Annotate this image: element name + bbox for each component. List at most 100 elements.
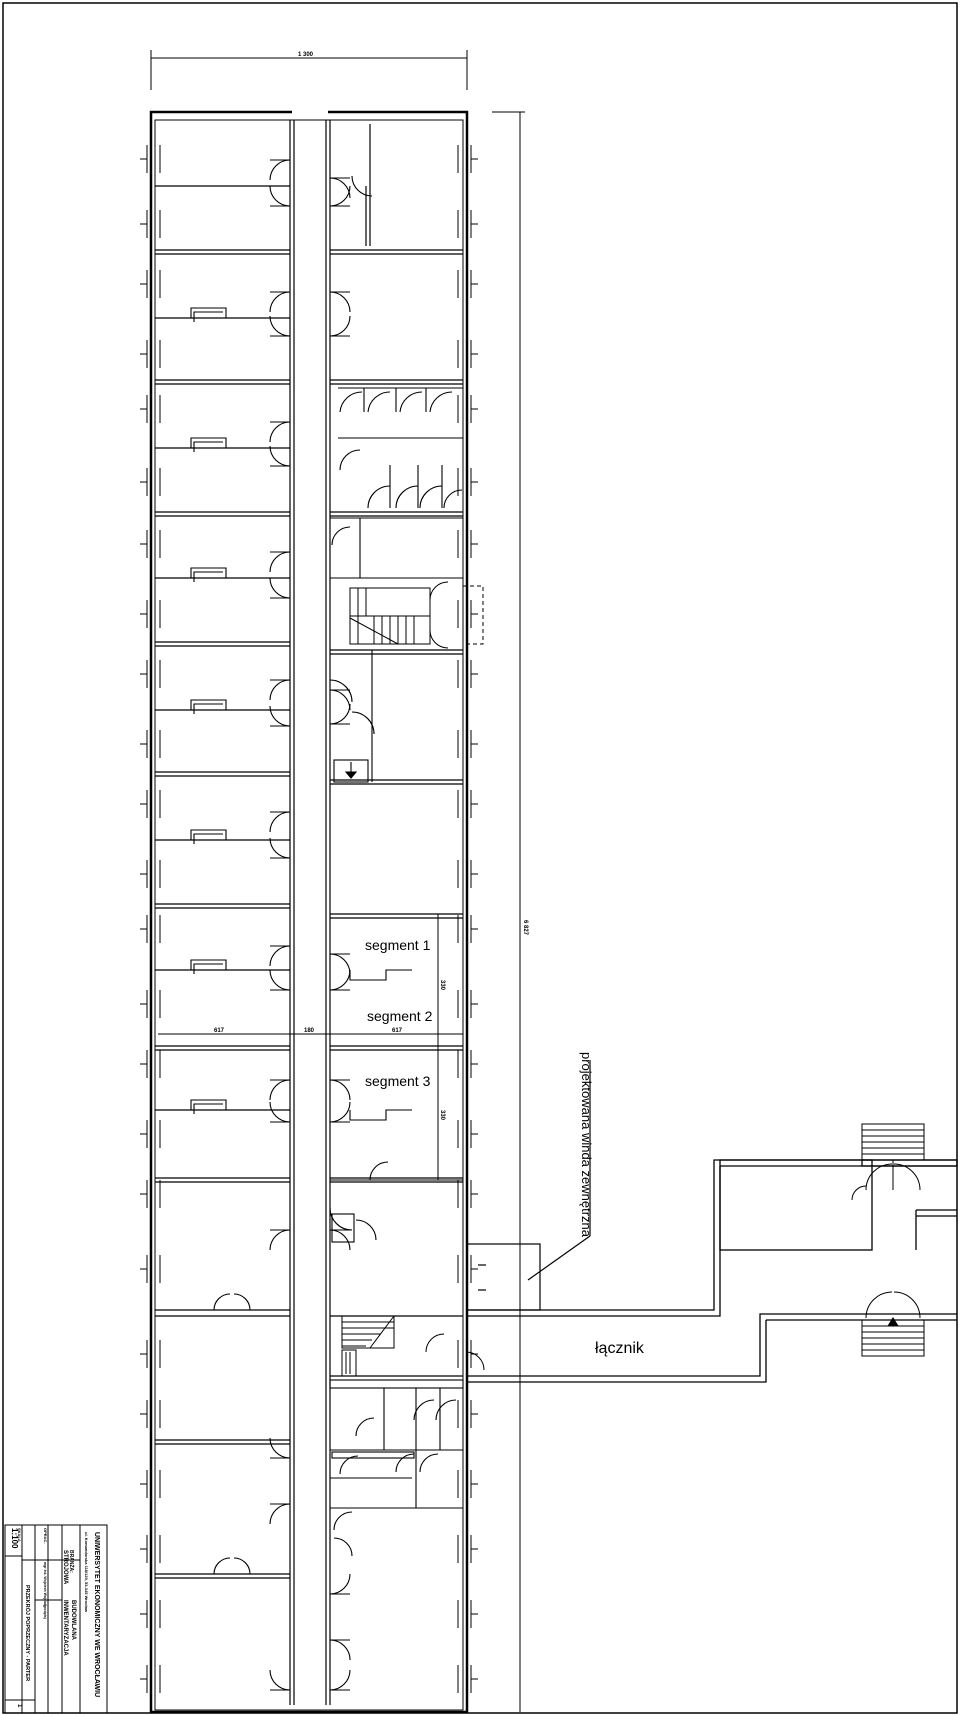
closet-right — [349, 969, 412, 981]
external-stairs-south — [861, 1291, 925, 1357]
corridor-door-right — [329, 1573, 351, 1595]
corridor-door-left — [269, 837, 291, 859]
segment-pitch-a: 330 — [439, 980, 445, 991]
corridor-door-left — [269, 705, 291, 727]
corridor-door-right — [329, 969, 351, 991]
closet-left — [190, 307, 256, 319]
corridor-door-right — [329, 291, 351, 313]
corridor-door-right — [329, 1639, 351, 1661]
external-stairs-north — [851, 1123, 925, 1201]
tb-branch: STROJOWA — [62, 1550, 68, 1585]
corridor-door-left — [269, 445, 291, 467]
tb-object: BUDOWLANA — [70, 1600, 76, 1641]
corridor-door-left — [269, 811, 291, 833]
connector-label: łącznik — [595, 1340, 645, 1357]
connector-corridor — [467, 1159, 958, 1383]
corridor-door-right — [329, 1079, 351, 1101]
corridor-width: 180 — [304, 1028, 315, 1034]
tb-author: mgr inż. Wojciech Wojciak — [43, 1562, 47, 1606]
staircase-lower — [341, 1315, 485, 1377]
corridor-door-left — [269, 1229, 291, 1251]
room-door — [329, 1207, 353, 1231]
lift-label: projektowana winda zewnętrzna — [579, 1052, 594, 1238]
corridor-door-right — [329, 1229, 351, 1251]
closet-left — [190, 567, 256, 579]
corridor-door-left — [269, 577, 291, 599]
corridor-door-right — [329, 1101, 351, 1123]
corridor-door-left — [269, 421, 291, 443]
closet-left — [190, 829, 256, 841]
room-door — [351, 175, 373, 197]
segment-1-label: segment 1 — [365, 937, 431, 953]
closet-left — [193, 441, 223, 452]
corridor-door-right — [329, 315, 351, 337]
closet-left — [193, 963, 223, 974]
toilet-cubicles — [330, 387, 463, 579]
tb-scale: 1:100 — [10, 1528, 19, 1549]
corridor-door-left — [269, 551, 291, 573]
closet-left — [193, 703, 223, 714]
closet-left — [190, 959, 256, 971]
window-marks — [140, 145, 478, 1693]
corridor-door-left — [269, 1101, 291, 1123]
sanitary-block-lower — [329, 1379, 464, 1557]
corridor-door-left — [269, 1503, 291, 1525]
external-lift — [466, 1060, 591, 1311]
service-shaft — [333, 650, 373, 783]
corridor-door-left — [269, 1079, 291, 1101]
corridor-door-right — [329, 953, 351, 975]
tb-signature: (podpis) — [43, 1605, 47, 1619]
closet-left — [193, 311, 223, 322]
corridor-door-right — [329, 703, 351, 725]
room-left-width: 617 — [214, 1028, 225, 1034]
segment-2-label: segment 2 — [367, 1008, 433, 1024]
segment-3-label: segment 3 — [365, 1073, 431, 1089]
length-dimension-text: 6 827 — [522, 920, 528, 936]
closet-left — [193, 571, 223, 582]
tb-project: INWENTARYZACJA — [62, 1600, 68, 1656]
title-block — [4, 1524, 108, 1714]
corridor-door-left — [269, 969, 291, 991]
width-dimension — [150, 50, 468, 90]
corridor-door-left — [269, 185, 291, 207]
corridor-door-left — [269, 159, 291, 181]
closet-right — [349, 1109, 412, 1121]
tb-sheet-no: 1 — [16, 1704, 22, 1708]
segment-pitch-b: 330 — [439, 1110, 445, 1121]
corridor-door-right — [329, 177, 351, 199]
tb-author-label: OPRAC. — [43, 1528, 48, 1544]
corridor-door-left — [269, 679, 291, 701]
segment-zone — [158, 913, 463, 1181]
corridor-door-left — [269, 291, 291, 313]
tb-scale-label: SKALA — [17, 1528, 22, 1542]
corridor-door-right — [329, 1669, 351, 1691]
corridor-door-left — [269, 945, 291, 967]
tb-university: UNIWERSYTET EKONOMICZNY WE WROCŁAWIU — [93, 1532, 100, 1697]
corridor-door-right — [329, 185, 351, 207]
room-partitions — [155, 124, 463, 1579]
corridor-door-left — [269, 1437, 291, 1459]
room-door — [351, 711, 375, 735]
staircase-upper — [349, 581, 484, 649]
closet-notches — [190, 307, 412, 1121]
title-block-texts: UNIWERSYTET EKONOMICZNY WE WROCŁAWIU ul.… — [10, 1528, 100, 1708]
closet-left — [190, 437, 256, 449]
width-dimension-text: 1 300 — [298, 52, 314, 58]
corridor-door-left — [269, 315, 291, 337]
closet-left — [193, 833, 223, 844]
tb-branch-label: BRANŻA: — [68, 1550, 75, 1573]
double-doors — [158, 1161, 463, 1575]
corridor-door-left — [269, 1669, 291, 1691]
corridor-door-right — [329, 689, 351, 711]
door-swings — [269, 159, 375, 1691]
closet-left — [190, 699, 256, 711]
room-right-width: 617 — [392, 1028, 403, 1034]
tb-drawing-title: PRZEKRÓJ POPRZECZNY - PARTER — [24, 1585, 32, 1681]
corridor-walls — [289, 110, 331, 1705]
length-dimension — [492, 111, 525, 1712]
room-door — [329, 679, 353, 703]
closet-left — [193, 1103, 223, 1114]
closet-left — [190, 1099, 256, 1111]
